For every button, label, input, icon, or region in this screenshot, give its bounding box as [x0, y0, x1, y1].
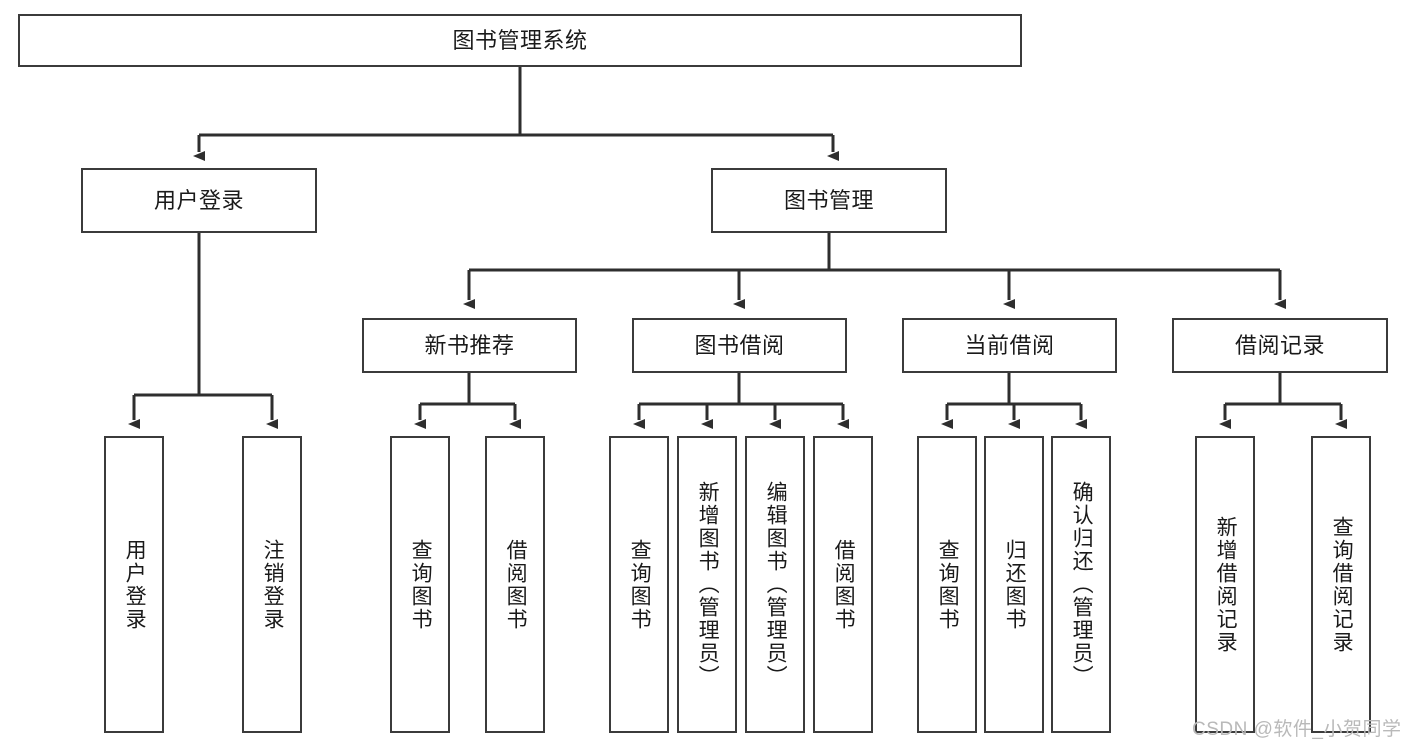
node-leaf-query-book-recommendation[interactable]: 查询图书 — [390, 436, 450, 733]
node-label: 查询借阅记录 — [1330, 515, 1354, 654]
node-label: 新增图书（管理员） — [696, 481, 720, 688]
node-leaf-query-book-current[interactable]: 查询图书 — [917, 436, 977, 733]
node-label: 编辑图书（管理员） — [764, 481, 788, 688]
node-leaf-confirm-return-admin[interactable]: 确认归还（管理员） — [1051, 436, 1111, 733]
node-label: 查询图书 — [409, 538, 433, 631]
node-leaf-borrow-book-recommendation[interactable]: 借阅图书 — [485, 436, 545, 733]
node-leaf-return-book[interactable]: 归还图书 — [984, 436, 1044, 733]
node-label: 用户登录 — [123, 538, 147, 631]
node-label: 借阅图书 — [832, 538, 856, 631]
node-book-manage[interactable]: 图书管理 — [711, 168, 947, 233]
node-root[interactable]: 图书管理系统 — [18, 14, 1022, 67]
node-leaf-edit-book-admin[interactable]: 编辑图书（管理员） — [745, 436, 805, 733]
node-leaf-borrow-book[interactable]: 借阅图书 — [813, 436, 873, 733]
node-leaf-add-book-admin[interactable]: 新增图书（管理员） — [677, 436, 737, 733]
node-leaf-query-borrow-record[interactable]: 查询借阅记录 — [1311, 436, 1371, 733]
node-leaf-user-logout[interactable]: 注销登录 — [242, 436, 302, 733]
node-new-book-recommendation[interactable]: 新书推荐 — [362, 318, 577, 373]
node-leaf-query-book-borrow[interactable]: 查询图书 — [609, 436, 669, 733]
node-borrow-record[interactable]: 借阅记录 — [1172, 318, 1388, 373]
node-leaf-user-login[interactable]: 用户登录 — [104, 436, 164, 733]
node-label: 归还图书 — [1003, 538, 1027, 631]
node-leaf-add-borrow-record[interactable]: 新增借阅记录 — [1195, 436, 1255, 733]
watermark-csdn: CSDN @软件_小贺同学 — [1192, 719, 1402, 740]
node-label: 查询图书 — [628, 538, 652, 631]
node-user-login[interactable]: 用户登录 — [81, 168, 317, 233]
node-book-borrow[interactable]: 图书借阅 — [632, 318, 847, 373]
node-label: 查询图书 — [936, 538, 960, 631]
node-label: 注销登录 — [261, 538, 285, 631]
node-label: 确认归还（管理员） — [1070, 481, 1094, 688]
node-label: 借阅图书 — [504, 538, 528, 631]
node-current-borrow[interactable]: 当前借阅 — [902, 318, 1117, 373]
node-label: 新增借阅记录 — [1214, 515, 1238, 654]
